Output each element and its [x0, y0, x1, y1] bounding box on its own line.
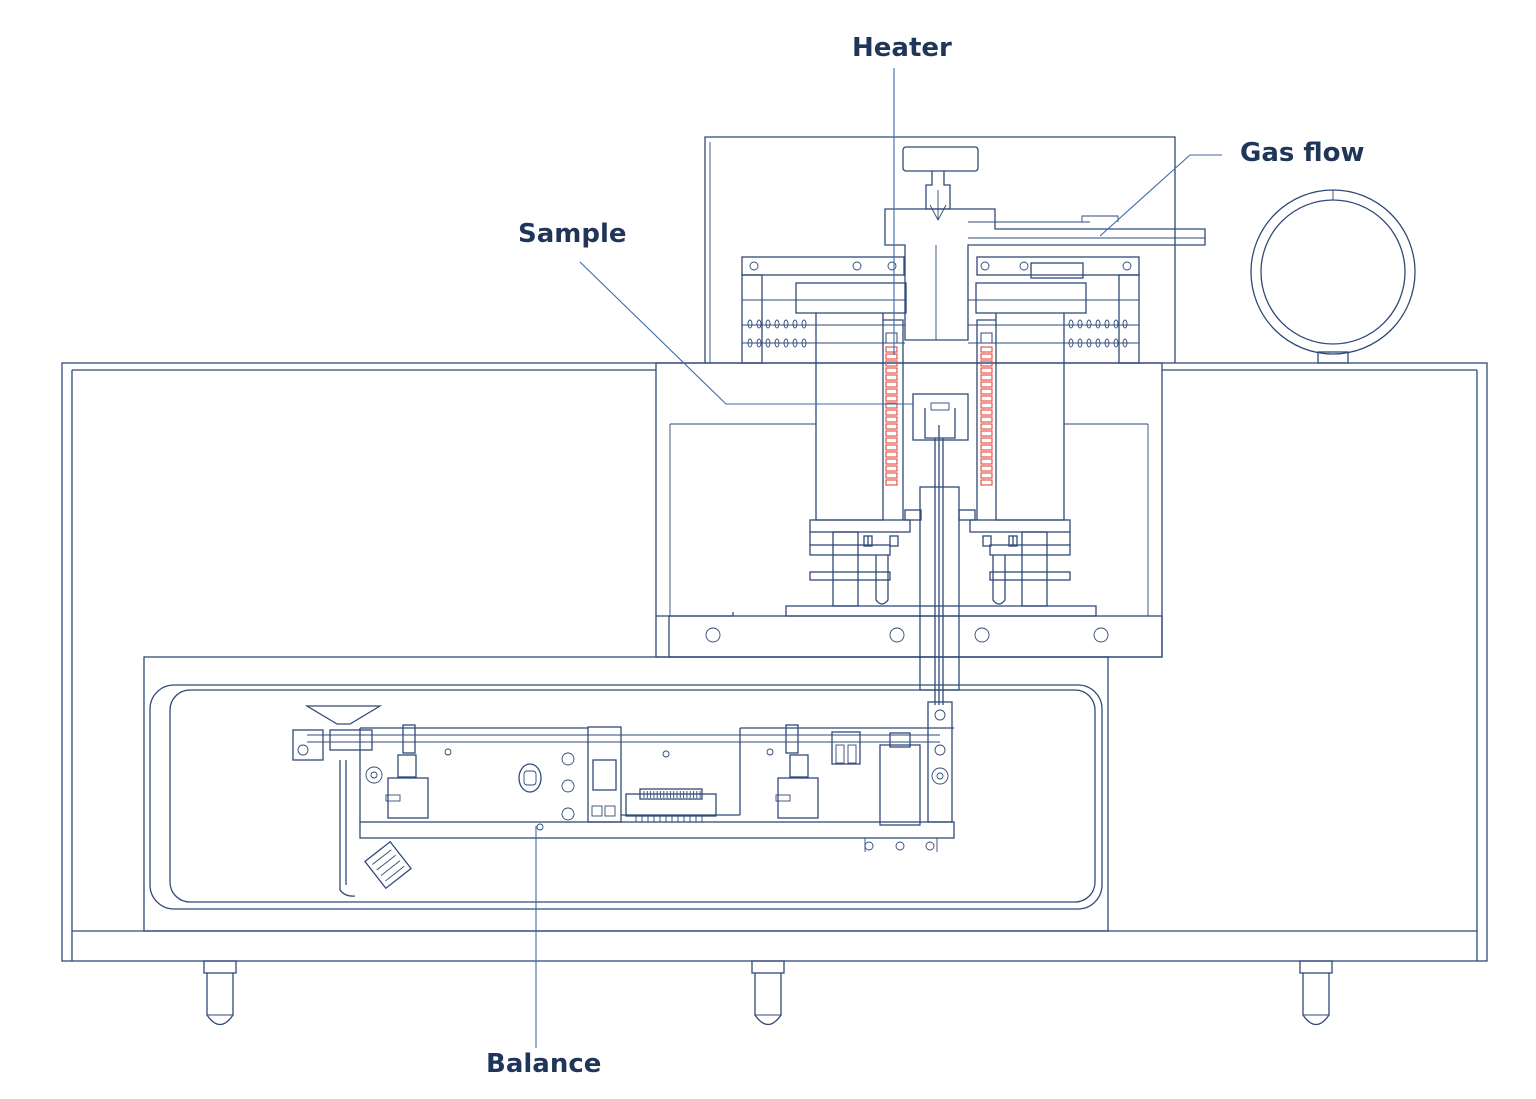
heater-coil-segment	[885, 465, 898, 472]
vent-hole	[747, 319, 753, 329]
furnace-vent-holes	[747, 319, 1128, 348]
heater-coil-segment	[980, 479, 993, 486]
heater-coil-segment	[885, 353, 898, 360]
vent-hole	[792, 338, 798, 348]
vent-hole	[756, 338, 762, 348]
balance-enclosure	[143, 656, 1109, 932]
furnace-right-assembly	[968, 256, 1140, 607]
furnace-base-plate	[785, 580, 1097, 617]
vent-hole	[1086, 338, 1092, 348]
heater-coil-segment	[980, 381, 993, 388]
heater-coil-segment	[885, 458, 898, 465]
heater-coil-segment	[980, 395, 993, 402]
vent-hole	[1077, 319, 1083, 329]
heater-coil-segment	[980, 472, 993, 479]
heater-coil-segment	[980, 423, 993, 430]
heater-coil-segment	[885, 451, 898, 458]
heater-coil-segment	[980, 388, 993, 395]
vent-hole	[747, 338, 753, 348]
heater-coil-segment	[980, 409, 993, 416]
vent-hole	[765, 319, 771, 329]
furnace-left-assembly	[741, 256, 911, 607]
heater-coil-cap	[885, 332, 898, 344]
vent-hole	[801, 338, 807, 348]
heater-coil-segment	[885, 437, 898, 444]
heater-coil-segment	[885, 395, 898, 402]
heater-coil-segment	[980, 465, 993, 472]
heater-coil-segment	[885, 367, 898, 374]
balance-label: Balance	[486, 1049, 602, 1079]
heater-coil-segment	[980, 360, 993, 367]
vent-hole	[1086, 319, 1092, 329]
cabinet	[61, 362, 1488, 962]
gas-manifold	[884, 146, 1206, 341]
heater-coil-segment	[980, 416, 993, 423]
heater-coil-segment	[980, 444, 993, 451]
heater-coil-segment	[885, 472, 898, 479]
heater-coil-segment	[885, 346, 898, 353]
vent-hole	[765, 338, 771, 348]
vent-hole	[801, 319, 807, 329]
heater-coil-segment	[885, 423, 898, 430]
heater-coil-segment	[885, 360, 898, 367]
heater-coil-segment	[980, 437, 993, 444]
balance-connector-pins	[635, 791, 703, 822]
heater-coil-segment	[980, 367, 993, 374]
heater-coil-segment	[980, 346, 993, 353]
sample-label: Sample	[518, 219, 627, 249]
vent-hole	[1068, 319, 1074, 329]
vent-hole	[774, 338, 780, 348]
vent-hole	[774, 319, 780, 329]
heater-coil-segment	[885, 416, 898, 423]
heater-coil-segment	[885, 388, 898, 395]
heater-coil-cap	[980, 332, 993, 344]
heater-coil-segment	[885, 381, 898, 388]
vent-hole	[783, 319, 789, 329]
heater-coil-segment	[885, 402, 898, 409]
furnace-housing	[704, 136, 1176, 363]
heating-element	[885, 332, 993, 486]
gas-flow-leader-line	[1099, 154, 1222, 237]
heater-coil-segment	[885, 479, 898, 486]
vent-hole	[1113, 319, 1119, 329]
pressure-gauge	[1250, 189, 1416, 364]
vent-hole	[1095, 338, 1101, 348]
vent-hole	[1122, 338, 1128, 348]
heater-coil-segment	[980, 353, 993, 360]
vent-hole	[756, 319, 762, 329]
vent-hole	[1104, 319, 1110, 329]
callout-leader-lines	[535, 68, 1222, 1048]
heater-coil-segment	[885, 444, 898, 451]
heater-coil-segment	[885, 430, 898, 437]
vent-hole	[783, 338, 789, 348]
heater-coil-segment	[980, 402, 993, 409]
gas-flow-label: Gas flow	[1240, 138, 1365, 168]
vent-hole	[1068, 338, 1074, 348]
vent-hole	[1104, 338, 1110, 348]
heater-coil-segment	[980, 430, 993, 437]
cabinet-feet	[203, 960, 1333, 1026]
heater-coil-segment	[980, 374, 993, 381]
vent-hole	[1113, 338, 1119, 348]
vent-hole	[792, 319, 798, 329]
vent-hole	[1122, 319, 1128, 329]
balance-mechanism	[292, 701, 955, 897]
heater-coil-segment	[980, 458, 993, 465]
heater-coil-segment	[885, 374, 898, 381]
vent-hole	[1077, 338, 1083, 348]
sample-holder	[904, 393, 976, 705]
vent-hole	[1095, 319, 1101, 329]
heater-coil-segment	[885, 409, 898, 416]
sample-leader-line	[579, 261, 913, 405]
heater-coil-segment	[980, 451, 993, 458]
heater-label: Heater	[852, 33, 952, 63]
